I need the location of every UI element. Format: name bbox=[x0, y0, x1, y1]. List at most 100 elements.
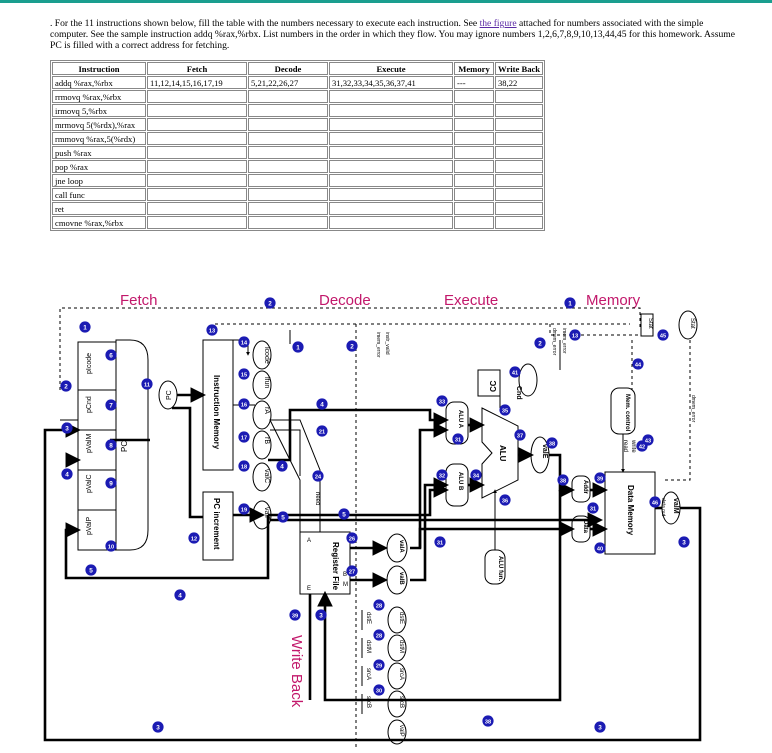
answer-cell[interactable] bbox=[147, 216, 247, 229]
answer-cell[interactable] bbox=[495, 118, 544, 131]
stage-execute-label: Execute bbox=[444, 292, 498, 309]
top-accent-line bbox=[0, 0, 772, 3]
answer-cell[interactable] bbox=[329, 216, 453, 229]
svg-text:5: 5 bbox=[342, 511, 346, 518]
svg-text:1: 1 bbox=[296, 344, 300, 351]
answer-cell[interactable] bbox=[147, 146, 247, 159]
number-marker: 36 bbox=[499, 494, 511, 506]
number-marker: 6 bbox=[105, 349, 117, 361]
svg-text:A: A bbox=[307, 538, 311, 544]
answer-cell[interactable] bbox=[248, 132, 328, 145]
answer-cell[interactable] bbox=[329, 90, 453, 103]
table-row: rmmovq %rax,5(%rdx) bbox=[52, 132, 544, 145]
answer-cell[interactable] bbox=[329, 146, 453, 159]
intro-text-b: attached for numbers associated with the… bbox=[50, 18, 735, 51]
instruction-cell: ret bbox=[52, 202, 146, 215]
answer-cell[interactable] bbox=[329, 202, 453, 215]
answer-cell[interactable] bbox=[248, 174, 328, 187]
answer-cell[interactable] bbox=[248, 216, 328, 229]
answer-cell[interactable] bbox=[329, 160, 453, 173]
field-label: rA bbox=[263, 407, 270, 414]
answer-cell[interactable] bbox=[454, 118, 494, 131]
answer-cell[interactable] bbox=[147, 118, 247, 131]
decode-oval bbox=[387, 690, 407, 718]
table-row: jne loop bbox=[52, 174, 544, 187]
answer-cell[interactable] bbox=[495, 90, 544, 103]
decode-src-label: dstE bbox=[365, 612, 371, 624]
valb-label: valB bbox=[398, 572, 404, 585]
number-marker: 4 bbox=[174, 589, 186, 601]
number-marker: 5 bbox=[338, 508, 350, 520]
data-label: Data bbox=[582, 520, 588, 534]
answer-cell[interactable]: 31,32,33,34,35,36,37,41 bbox=[329, 76, 453, 89]
vala-label: valA bbox=[398, 540, 404, 553]
answer-cell[interactable]: --- bbox=[454, 76, 494, 89]
answer-cell[interactable] bbox=[248, 188, 328, 201]
status-line bbox=[59, 307, 641, 390]
decode-label: srcB bbox=[398, 696, 404, 708]
answer-cell[interactable] bbox=[495, 132, 544, 145]
vala-to-alua bbox=[410, 422, 450, 550]
answer-cell[interactable] bbox=[495, 216, 544, 229]
instructions-text: . For the 11 instructions shown below, f… bbox=[50, 18, 740, 51]
answer-cell[interactable] bbox=[454, 160, 494, 173]
answer-cell[interactable] bbox=[454, 132, 494, 145]
decode-src-label: srcA bbox=[365, 668, 371, 680]
number-marker: 2 bbox=[60, 380, 72, 392]
answer-cell[interactable] bbox=[495, 146, 544, 159]
answer-cell[interactable] bbox=[454, 90, 494, 103]
number-marker: 2 bbox=[346, 340, 358, 352]
answer-cell[interactable] bbox=[454, 216, 494, 229]
number-marker: 3 bbox=[152, 721, 164, 733]
answer-cell[interactable] bbox=[454, 146, 494, 159]
number-marker: 1 bbox=[292, 341, 304, 353]
answer-cell[interactable] bbox=[147, 202, 247, 215]
answer-cell[interactable] bbox=[495, 160, 544, 173]
number-marker: 40 bbox=[594, 542, 606, 554]
answer-cell[interactable] bbox=[329, 104, 453, 117]
answer-cell[interactable] bbox=[329, 118, 453, 131]
answer-cell[interactable] bbox=[248, 104, 328, 117]
answer-cell[interactable] bbox=[495, 104, 544, 117]
reg-pvalc: pValC bbox=[86, 474, 93, 493]
alu: ALU bbox=[481, 407, 519, 499]
pc-label: PC bbox=[166, 390, 173, 400]
reg-picode: pIcode bbox=[86, 353, 93, 374]
answer-cell[interactable] bbox=[248, 160, 328, 173]
answer-cell[interactable] bbox=[147, 104, 247, 117]
answer-cell[interactable] bbox=[454, 188, 494, 201]
answer-cell[interactable] bbox=[329, 132, 453, 145]
answer-cell[interactable] bbox=[248, 202, 328, 215]
answer-cell[interactable]: 11,12,14,15,16,17,19 bbox=[147, 76, 247, 89]
answer-cell[interactable] bbox=[495, 188, 544, 201]
number-marker: 31 bbox=[434, 536, 446, 548]
answer-cell[interactable] bbox=[495, 174, 544, 187]
answer-cell[interactable] bbox=[454, 104, 494, 117]
vale-to-addr bbox=[549, 453, 576, 498]
processor-diagram: Fetch Decode Execute Memory Write Back p… bbox=[43, 292, 702, 750]
answer-cell[interactable] bbox=[248, 146, 328, 159]
answer-cell[interactable] bbox=[329, 174, 453, 187]
answer-cell[interactable] bbox=[454, 174, 494, 187]
svg-text:7: 7 bbox=[109, 402, 113, 409]
answer-cell[interactable] bbox=[248, 118, 328, 131]
answer-cell[interactable] bbox=[147, 160, 247, 173]
answer-cell[interactable] bbox=[147, 174, 247, 187]
answer-cell[interactable]: 5,21,22,26,27 bbox=[248, 76, 328, 89]
answer-cell[interactable] bbox=[495, 202, 544, 215]
answer-cell[interactable] bbox=[454, 202, 494, 215]
svg-text:9: 9 bbox=[109, 480, 113, 487]
figure-link[interactable]: the figure bbox=[479, 18, 517, 29]
answer-cell[interactable] bbox=[248, 90, 328, 103]
answer-cell[interactable] bbox=[147, 188, 247, 201]
svg-text:3: 3 bbox=[65, 425, 69, 432]
dmem-error-small: dmem_error bbox=[551, 328, 557, 356]
answer-cell[interactable] bbox=[329, 188, 453, 201]
svg-text:13: 13 bbox=[572, 333, 578, 339]
number-marker: 11 bbox=[141, 378, 153, 390]
answer-cell[interactable] bbox=[147, 132, 247, 145]
answer-cell[interactable]: 38,22 bbox=[495, 76, 544, 89]
imem-error-small: imem_error bbox=[561, 328, 567, 354]
decode-src-label: srcB bbox=[365, 696, 371, 708]
answer-cell[interactable] bbox=[147, 90, 247, 103]
